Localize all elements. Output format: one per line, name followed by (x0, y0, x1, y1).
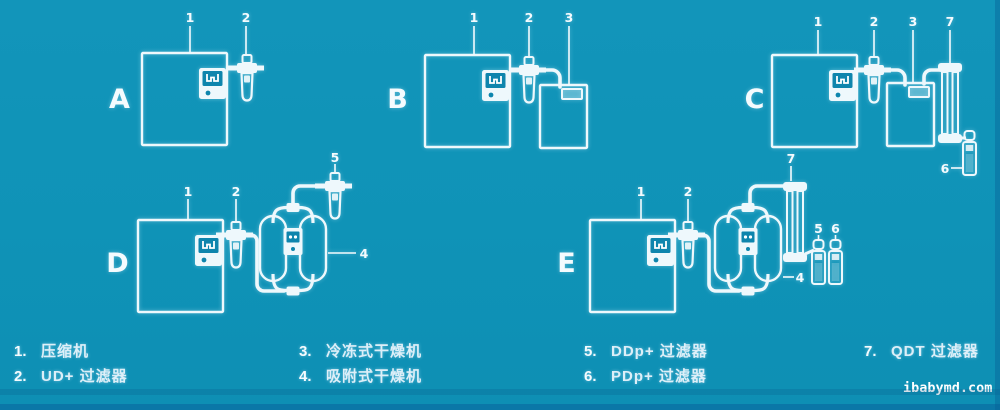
legend-number: 1. (14, 343, 27, 360)
background-band (0, 389, 1000, 395)
callout-lines (187, 164, 356, 254)
legend-item-ddp-filter: 5. DDp+ 过滤器 (584, 340, 708, 361)
callout-label: 1 (814, 14, 823, 29)
legend-label: 冷冻式干燥机 (326, 343, 423, 360)
legend-label: PDp+ 过滤器 (611, 368, 707, 385)
callout-label: 1 (470, 10, 479, 25)
legend-label: QDT 过滤器 (891, 343, 979, 360)
callout-label: 5 (814, 221, 823, 236)
legend-label: DDp+ 过滤器 (611, 343, 708, 360)
callout-label: 2 (232, 184, 241, 199)
compressor-icon (140, 51, 229, 147)
adsorption-dryer-icon (713, 201, 783, 298)
qdt-filter-icon (782, 181, 808, 263)
pipes (887, 68, 966, 140)
pipes (542, 68, 562, 89)
legend-number: 3. (299, 343, 312, 360)
background-band (0, 404, 1000, 410)
refrigerated-dryer-icon (885, 81, 936, 148)
ddp-filter-icon (811, 239, 826, 285)
watermark: ibabymd.com (903, 380, 993, 396)
diagram-d-letter: D (106, 248, 129, 279)
callout-lines (640, 166, 837, 278)
callout-label: 6 (831, 221, 840, 236)
diagram-b: B 1 2 3 (387, 10, 589, 150)
pipes (247, 184, 323, 293)
legend-item-pdp-filter: 6. PDp+ 过滤器 (584, 365, 707, 386)
compressor-icon (770, 53, 859, 149)
callout-lines (473, 26, 570, 85)
diagram-d: D 1 2 5 4 (106, 150, 369, 314)
diagram-a-letter: A (109, 84, 131, 115)
callout-label: 1 (186, 10, 195, 25)
callout-label: 7 (787, 151, 796, 166)
compressor-icon (136, 218, 225, 314)
background-band (995, 0, 1000, 410)
legend-item-compressor: 1. 压缩机 (14, 340, 89, 361)
diagram-b-letter: B (387, 84, 409, 115)
legend-number: 6. (584, 368, 597, 385)
callout-label: 3 (909, 14, 918, 29)
diagram-a: A 1 2 (109, 10, 266, 147)
legend-item-adsorption-dryer: 4. 吸附式干燥机 (299, 365, 422, 386)
air-system-schematics: A 1 2 B 1 2 3 (106, 10, 977, 314)
legend-number: 4. (299, 368, 312, 385)
callout-lines (817, 30, 962, 169)
callout-label: 2 (684, 184, 693, 199)
compressor-icon (423, 53, 512, 149)
callout-label: 2 (870, 14, 879, 29)
ddp-filter-icon (313, 171, 354, 220)
legend-number: 2. (14, 368, 27, 385)
compressor-icon (588, 218, 677, 314)
callout-label: 7 (946, 14, 955, 29)
legend-number: 7. (864, 343, 877, 360)
diagram-e-letter: E (557, 248, 576, 279)
refrigerated-dryer-icon (538, 83, 589, 150)
callout-label: 4 (360, 246, 369, 261)
callout-label: 6 (941, 161, 950, 176)
diagram-c-letter: C (745, 84, 766, 115)
callout-label: 4 (796, 270, 805, 285)
legend-label: UD+ 过滤器 (41, 368, 128, 385)
legend-label: 压缩机 (41, 343, 90, 360)
pdp-filter-icon (962, 130, 977, 176)
callout-label: 1 (637, 184, 646, 199)
diagram-c: C 1 2 3 7 6 (745, 14, 977, 176)
callout-label: 1 (184, 184, 193, 199)
legend-number: 5. (584, 343, 597, 360)
legend-item-qdt-filter: 7. QDT 过滤器 (864, 340, 979, 361)
legend-item-refrigerated-dryer: 3. 冷冻式干燥机 (299, 340, 422, 361)
diagram-e: E 1 2 7 5 6 4 (557, 151, 843, 314)
ud-filter-icon (225, 53, 266, 102)
callout-lines (189, 26, 247, 54)
pdp-filter-icon (828, 239, 843, 285)
callout-label: 3 (565, 10, 574, 25)
legend-item-ud-filter: 2. UD+ 过滤器 (14, 365, 128, 386)
callout-label: 5 (331, 150, 340, 165)
callout-label: 2 (525, 10, 534, 25)
ud-filter-icon (852, 55, 893, 104)
qdt-filter-icon (937, 62, 963, 144)
legend-label: 吸附式干燥机 (326, 368, 423, 385)
callout-label: 2 (242, 10, 251, 25)
adsorption-dryer-icon (258, 201, 328, 298)
